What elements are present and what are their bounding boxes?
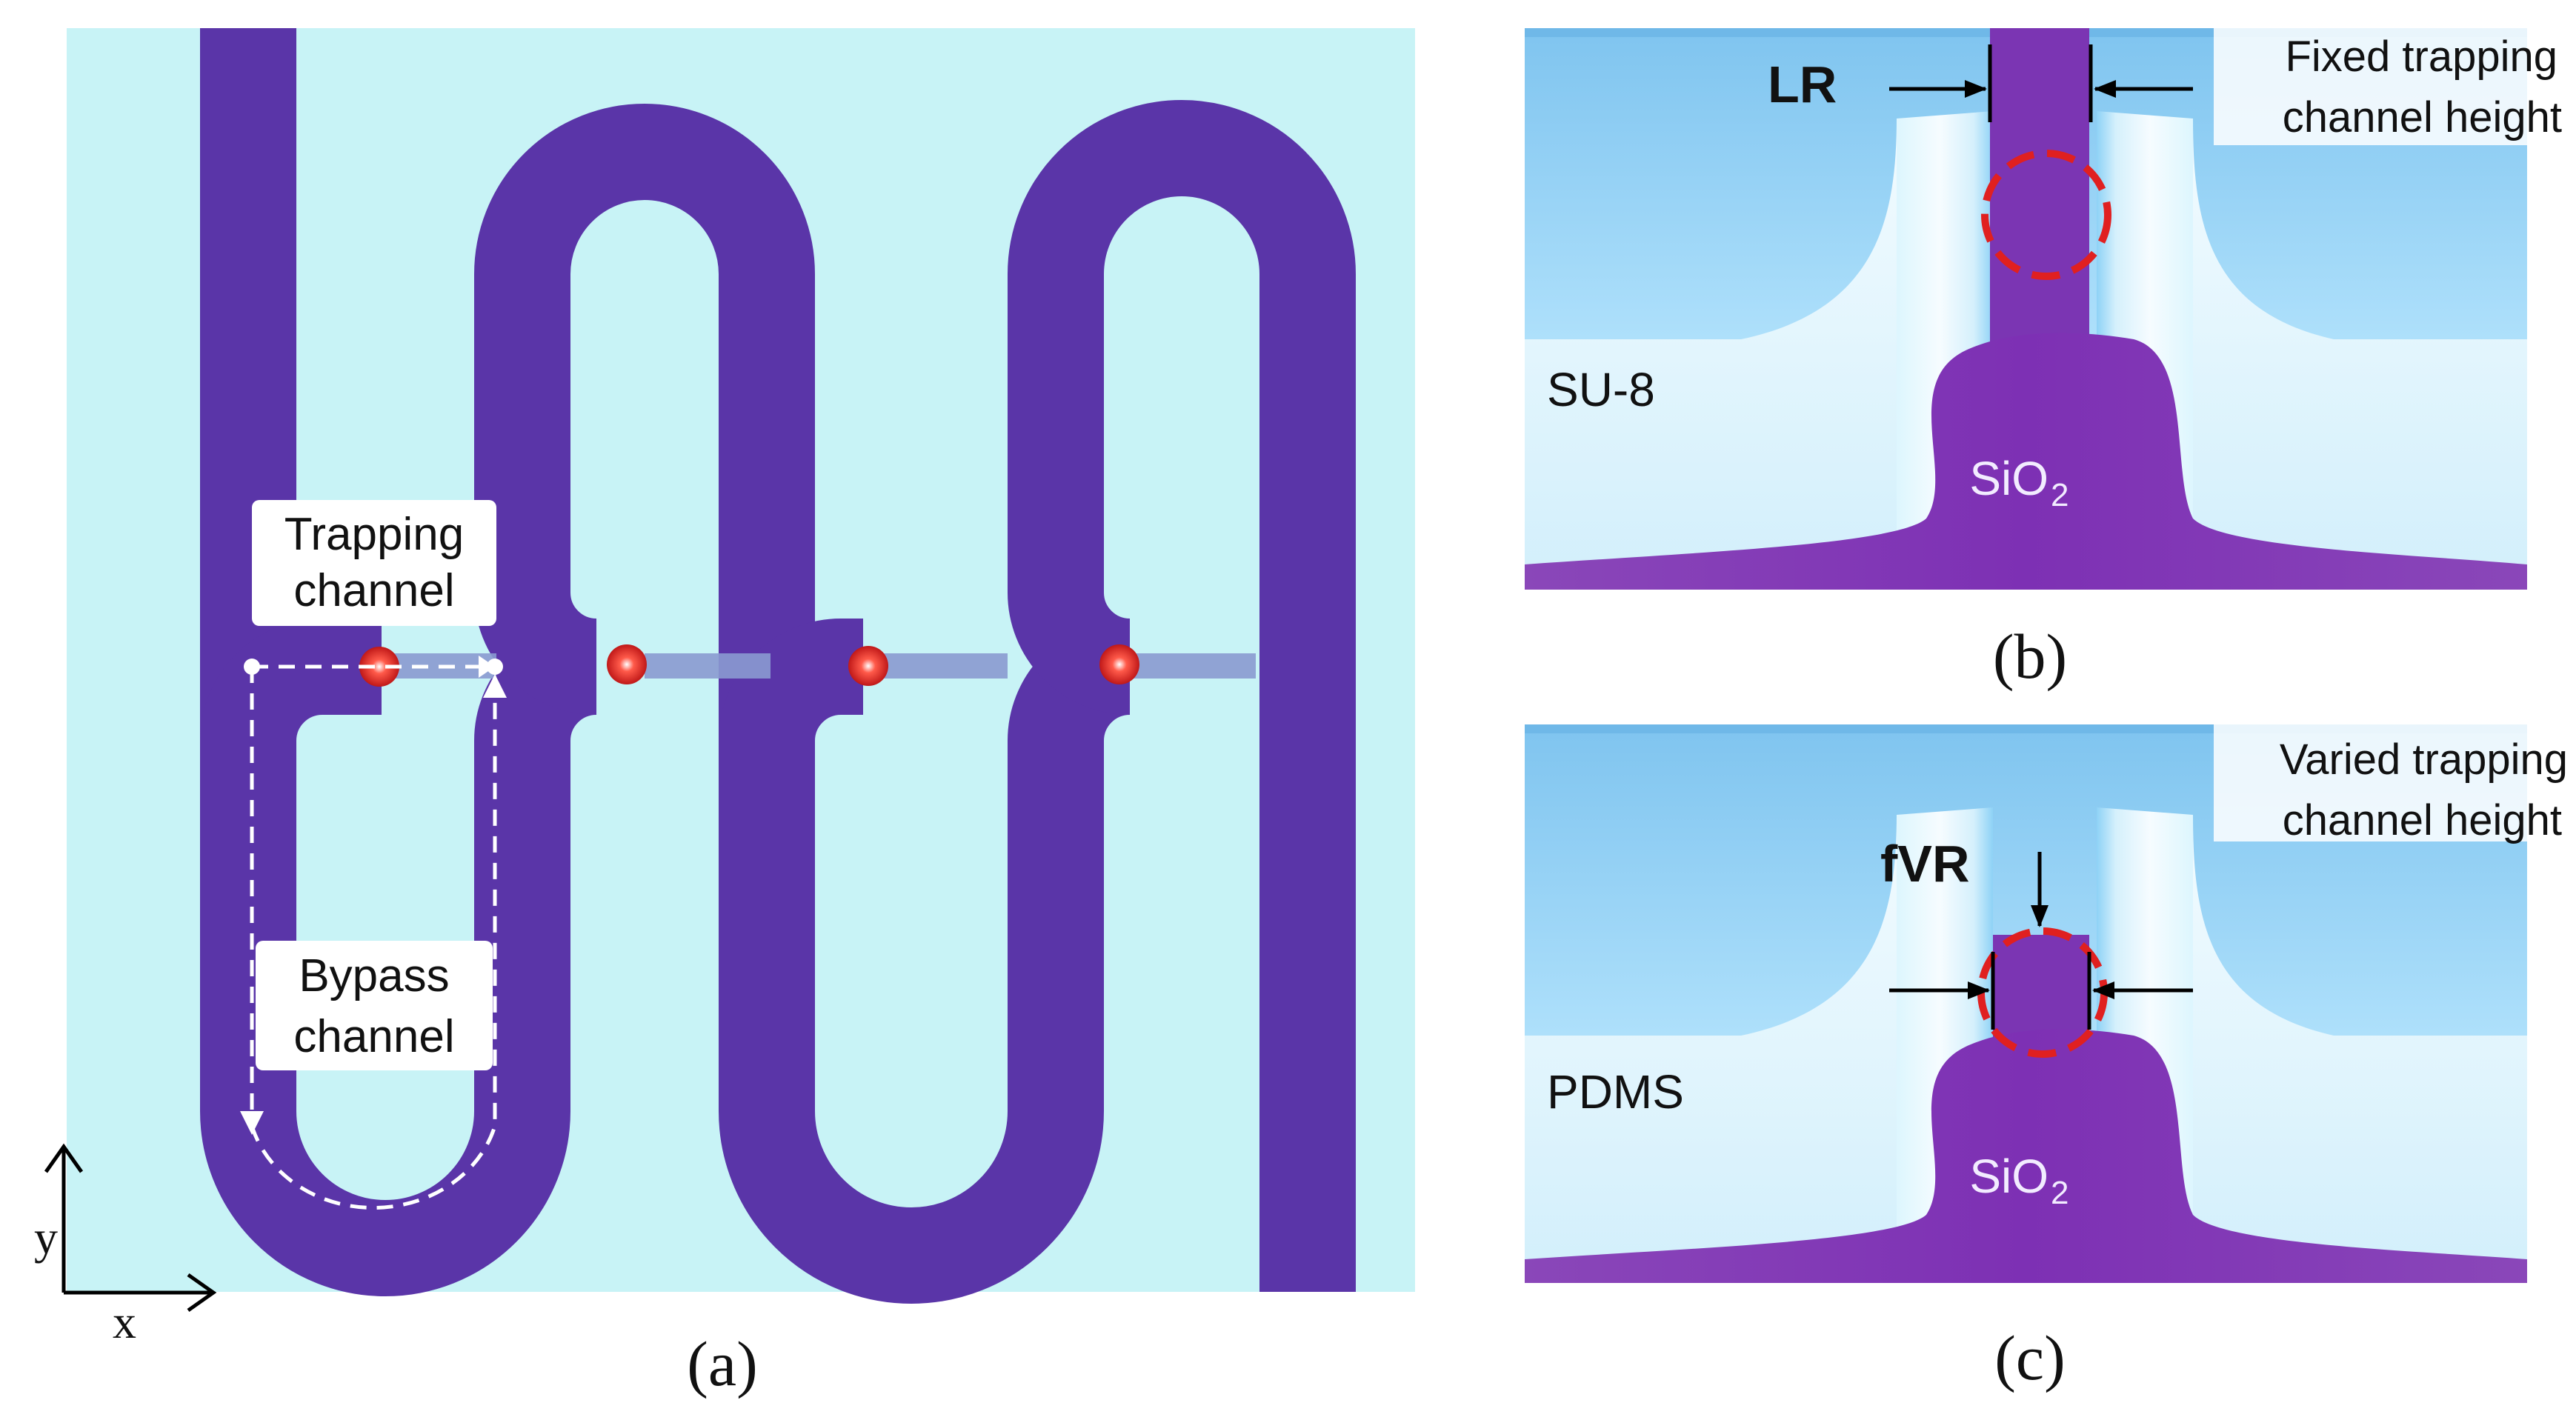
fvr-dimension xyxy=(1889,852,2193,1030)
bypass-stub-2 xyxy=(719,619,863,743)
caption-a: (a) xyxy=(687,1328,757,1399)
dimension-label-fvr: fVR xyxy=(1880,835,1970,893)
layer-label-su8: SU-8 xyxy=(1547,363,1655,416)
flow-path xyxy=(250,664,497,1210)
trapping-label-box xyxy=(252,500,496,626)
sio2-substrate xyxy=(1525,333,2527,590)
note-b-line2: channel height xyxy=(2283,93,2562,141)
bypass-label-line1: Bypass xyxy=(299,950,449,1001)
trapping-channel-3 xyxy=(867,653,1008,679)
coordinate-axes xyxy=(44,1143,217,1313)
trapped-particle-2 xyxy=(607,644,647,684)
note-box-b xyxy=(2214,28,2527,145)
caption-b: (b) xyxy=(1993,621,2067,692)
y-axis-label: y xyxy=(34,1211,58,1264)
note-box-c xyxy=(2214,724,2527,841)
serpentine-channel xyxy=(200,28,1356,1304)
substrate-subscript-b: 2 xyxy=(2051,477,2069,513)
substrate-label-b: SiO xyxy=(1969,452,2049,505)
pdms-left-slope xyxy=(1525,815,1978,1283)
bypass-label-line2: channel xyxy=(293,1011,454,1062)
trapping-channels xyxy=(385,653,1256,679)
bypass-label-box xyxy=(256,941,493,1070)
panel-a: Trapping channel Bypass channel y x (a) xyxy=(34,28,1415,1399)
layer-label-pdms: PDMS xyxy=(1547,1065,1684,1119)
trap-highlight-circle-b xyxy=(1981,150,2111,280)
trapped-particles xyxy=(359,644,1139,687)
panel-b: SU-8 SiO 2 LR Fixed trapping channel hei… xyxy=(1525,28,2562,692)
note-c-line2: channel height xyxy=(2283,796,2562,844)
panel-c: PDMS SiO 2 fVR Varied trapping channel h… xyxy=(1525,724,2568,1393)
trapped-particle-1 xyxy=(359,647,399,687)
substrate-subscript-c: 2 xyxy=(2051,1175,2069,1211)
bypass-flow-up xyxy=(250,696,497,1210)
note-b-line1: Fixed trapping xyxy=(2285,33,2557,81)
flow-start-point xyxy=(244,659,260,675)
pdms-right-slope xyxy=(2097,815,2527,1283)
trapped-particle-3 xyxy=(848,646,888,686)
bypass-channel-2 xyxy=(474,104,1132,1304)
x-axis-label: x xyxy=(113,1296,136,1348)
trapping-label-line2: channel xyxy=(293,565,454,616)
trapping-channel-4 xyxy=(1126,653,1256,679)
trapping-label-line1: Trapping xyxy=(284,509,464,560)
trapping-channel-2 xyxy=(645,653,771,679)
sio2-substrate-c xyxy=(1525,1029,2527,1283)
lr-dimension xyxy=(1889,44,2193,122)
bypass-arrowhead-up xyxy=(483,674,507,698)
su8-right-slope xyxy=(2097,119,2527,590)
trapped-particle-4 xyxy=(1099,644,1139,684)
dimension-label-lr: LR xyxy=(1768,56,1837,113)
substrate-label-c: SiO xyxy=(1969,1150,2049,1203)
x-axis-arrowhead xyxy=(187,1273,217,1313)
y-axis-arrowhead xyxy=(44,1143,84,1173)
bypass-channel-1 xyxy=(200,28,599,1296)
su8-left-slope xyxy=(1525,119,1978,590)
caption-c: (c) xyxy=(1994,1322,2065,1393)
bypass-arrowhead-down xyxy=(240,1111,264,1135)
bypass-channel-3 xyxy=(1008,100,1356,1292)
trapping-arrowhead xyxy=(479,656,495,678)
note-c-line1: Varied trapping xyxy=(2280,736,2568,784)
